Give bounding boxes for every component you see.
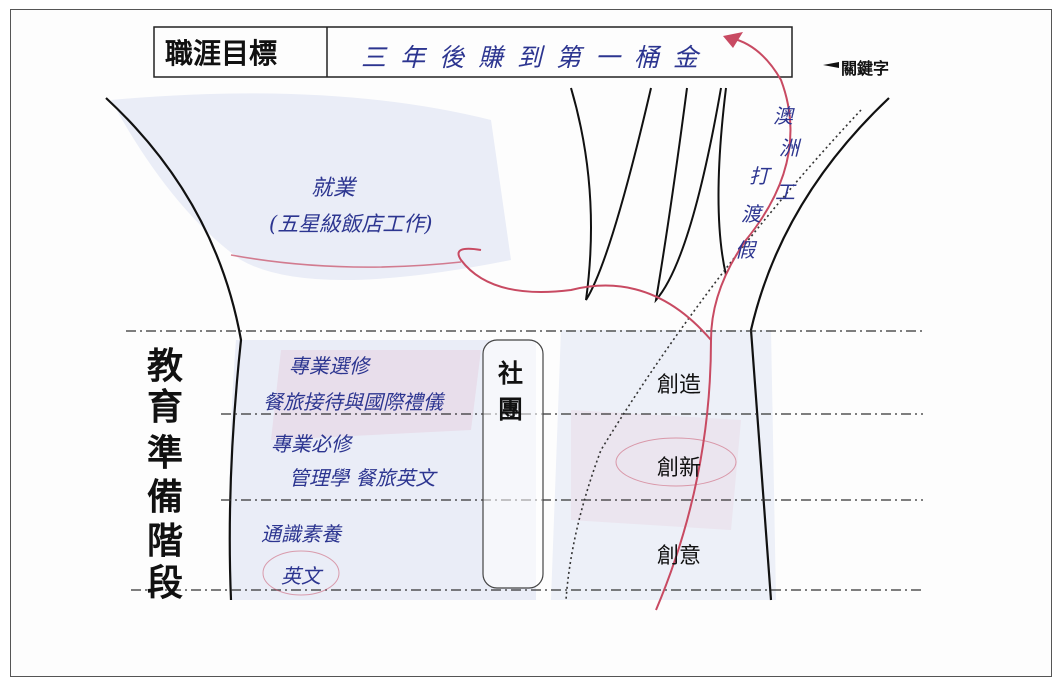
trunk-right-curve (749, 97, 890, 601)
red-arrow-up (655, 37, 792, 611)
job-detail: (五星級飯店工作) (269, 212, 433, 236)
goal-box (153, 26, 793, 78)
color-wash-lower (229, 340, 537, 600)
stage-char-2: 育 (147, 387, 184, 428)
job-title: 就業 (311, 176, 356, 201)
overseas-char-6: 假 (735, 238, 755, 262)
dotted-path (565, 109, 862, 601)
level-create: 創造 (657, 373, 702, 398)
stage-char-4: 備 (147, 477, 184, 518)
finger-2 (654, 87, 722, 304)
diagram-sheet: 職涯目標 三年後賺到第一桶金 關鍵字 就業 (五星級飯店工作) 澳 洲 打 工 … (10, 9, 1052, 677)
color-wash-upper (111, 93, 511, 280)
red-arrow-head-icon (723, 32, 743, 48)
club-char-1: 社 (498, 359, 524, 388)
course-elective-detail: 餐旅接待與國際禮儀 (263, 390, 443, 414)
level-innovate: 創新 (657, 456, 702, 481)
color-wash-right (551, 330, 776, 600)
course-elective-header: 專業選修 (289, 354, 369, 378)
course-required-detail: 管理學 餐旅英文 (289, 466, 436, 490)
club-char-2: 團 (498, 395, 524, 424)
stage-char-1: 教 (147, 346, 184, 387)
circle-english (262, 550, 340, 596)
keyword-pointer-icon (823, 62, 839, 68)
diagram-drawing (105, 26, 923, 611)
stage-char-5: 階 (147, 521, 184, 562)
goal-label: 職涯目標 (165, 37, 278, 70)
red-arrow-loop (457, 247, 712, 341)
overseas-char-4: 工 (775, 180, 795, 204)
trunk-left-curve (105, 97, 243, 601)
level-lines (126, 330, 923, 591)
color-wash-pink-right (571, 410, 741, 530)
overseas-char-5: 渡 (741, 202, 761, 226)
course-general-header: 通識素養 (261, 522, 341, 546)
overseas-char-1: 澳 (773, 104, 793, 128)
circle-innovation (615, 437, 737, 487)
color-wash-pink (271, 350, 481, 440)
overseas-char-3: 打 (749, 164, 769, 188)
stage-char-3: 準 (147, 433, 184, 474)
finger-3 (717, 87, 727, 276)
overseas-char-2: 洲 (779, 136, 799, 160)
red-arrow-left (230, 254, 462, 268)
level-idea: 創意 (657, 544, 702, 569)
goal-text: 三年後賺到第一桶金 (361, 43, 713, 72)
keyword-label: 關鍵字 (841, 59, 890, 78)
course-required-header: 專業必修 (271, 432, 351, 456)
finger-1 (570, 87, 652, 301)
course-general-detail: 英文 (281, 564, 321, 588)
club-box (482, 339, 544, 589)
stage-char-6: 段 (147, 563, 184, 604)
